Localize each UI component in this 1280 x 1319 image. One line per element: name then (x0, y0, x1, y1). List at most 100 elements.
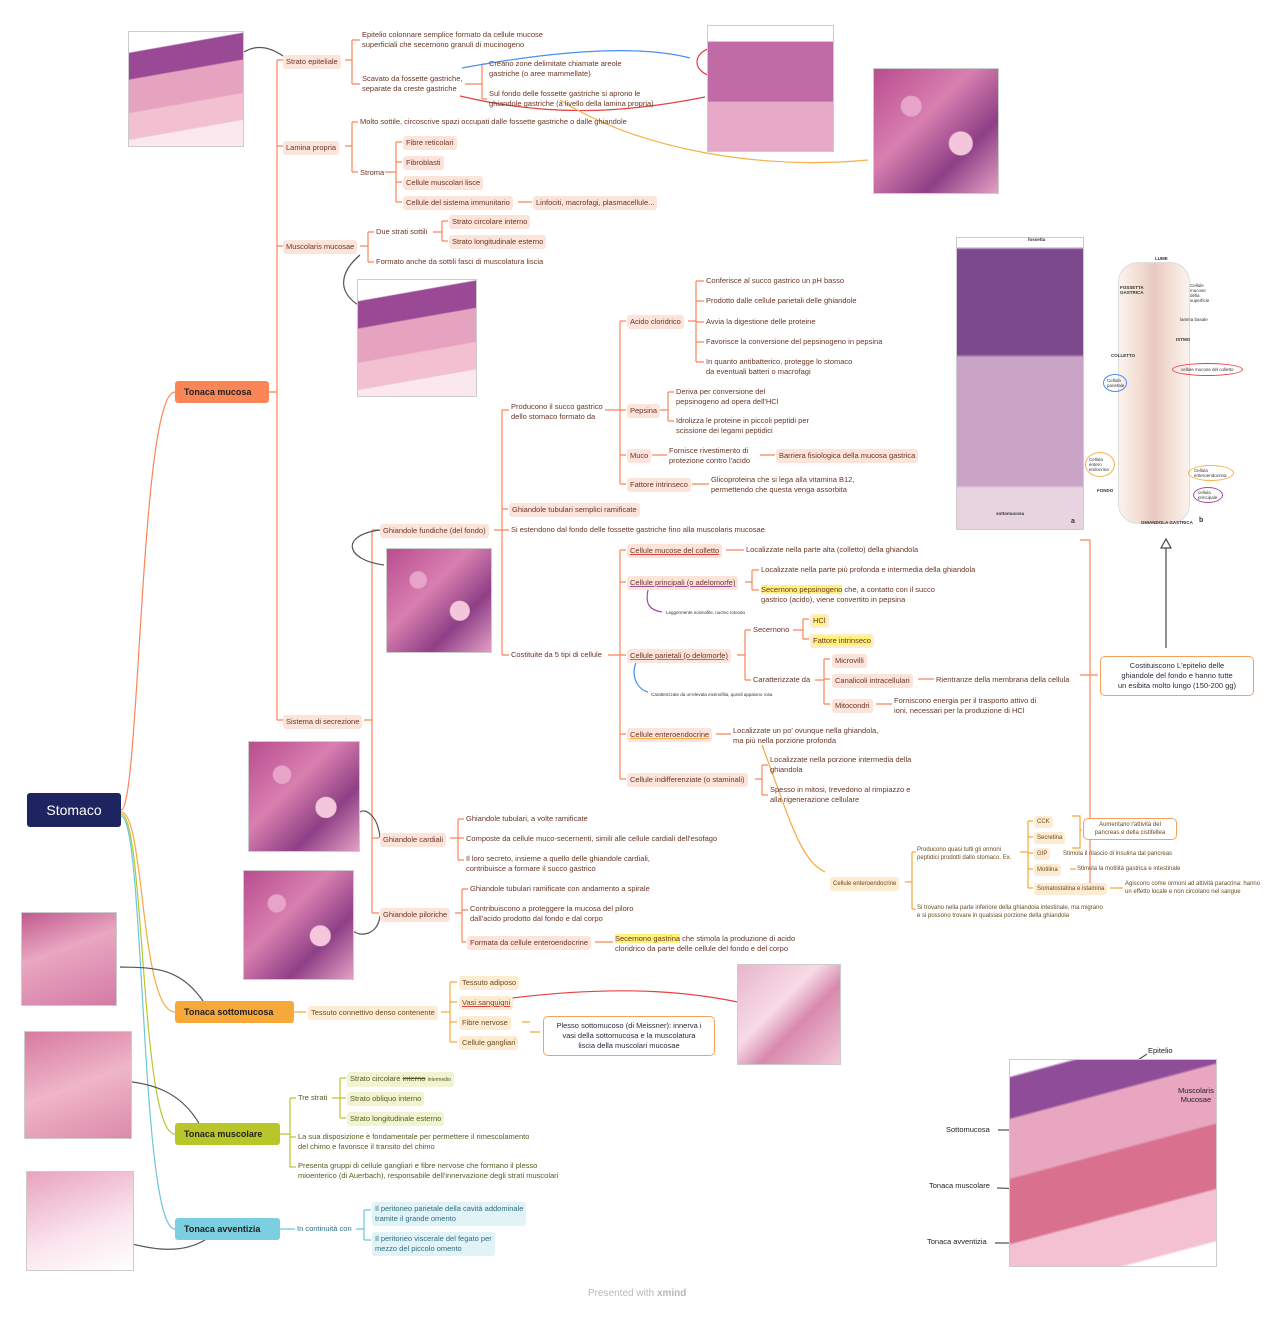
node-cellule-immunitario[interactable]: Cellule del sistema immunitario (403, 196, 513, 210)
node-microvilli[interactable]: Microvilli (832, 654, 867, 668)
topic-due-strati[interactable]: Due strati sottili (376, 227, 428, 236)
histology-image-fundiche[interactable] (386, 548, 492, 653)
topic-glicoproteina[interactable]: Glicoproteina che si lega alla vitamina … (711, 475, 854, 495)
topic-agiscono[interactable]: Agiscono come ormoni ad attività paracri… (1125, 880, 1260, 896)
histology-diagram-a[interactable] (956, 237, 1084, 530)
node-tonaca-mucosa[interactable]: Tonaca mucosa (175, 381, 269, 403)
topic-cardiali-1[interactable]: Ghiandole tubulari, a volte ramificate (466, 814, 588, 823)
node-barriera[interactable]: Barriera fisiologica della mucosa gastri… (776, 449, 919, 463)
topic-auerbach[interactable]: Presenta gruppi di cellule gangliari e f… (298, 1161, 558, 1181)
node-gip[interactable]: GIP (1034, 848, 1051, 860)
topic-caratterizzate[interactable]: Caratterizzate da (753, 675, 811, 684)
node-fibre-reticolari[interactable]: Fibre reticolari (403, 136, 457, 150)
topic-si-estendono[interactable]: Si estendono dal fondo delle fossette ga… (511, 525, 765, 534)
node-fibroblasti[interactable]: Fibroblasti (403, 156, 444, 170)
histology-image-vaso[interactable] (737, 964, 841, 1065)
node-cellule-indifferenziate[interactable]: Cellule indifferenziate (o staminali) (627, 773, 748, 787)
topic-epitelio[interactable]: Epitelio colonnare semplice formato da c… (362, 30, 543, 50)
node-entero-map[interactable]: Cellule enteroendocrine (830, 877, 900, 891)
node-formata-entero[interactable]: Formata da cellule enteroendocrine (467, 936, 591, 950)
topic-rientranze[interactable]: Rientranze della membrana della cellula (936, 675, 1070, 684)
node-pepsina[interactable]: Pepsina (627, 404, 661, 418)
topic-formato-anche[interactable]: Formato anche da sottili fasci di muscol… (376, 257, 544, 266)
topic-forniscono[interactable]: Forniscono energia per il trasporto atti… (894, 696, 1036, 716)
topic-disposizione[interactable]: La sua disposizione è fondamentale per p… (298, 1132, 529, 1152)
histology-image-fossette[interactable] (707, 25, 834, 152)
node-fattore-intrinseco[interactable]: Fattore intrinseco (627, 478, 691, 492)
node-tonaca-muscolare[interactable]: Tonaca muscolare (175, 1123, 280, 1145)
topic-indiff-1[interactable]: Localizzate nella porzione intermedia de… (770, 755, 911, 775)
topic-acido-4[interactable]: Favorisce la conversione del pepsinogeno… (706, 337, 883, 346)
topic-acido-3[interactable]: Avvia la digestione delle proteine (706, 317, 816, 326)
node-strato-longitudinale-esterno[interactable]: Strato longitudinale esterno (347, 1112, 445, 1126)
node-tonaca-sottomucosa[interactable]: Tonaca sottomucosa (175, 1001, 294, 1023)
node-muco[interactable]: Muco (627, 449, 652, 463)
topic-continuita[interactable]: In continuità con (297, 1224, 352, 1233)
node-strato-circolare-intermedio[interactable]: Strato circolare interno intermedio (347, 1072, 454, 1087)
topic-gastrina[interactable]: Secernono gastrina che stimola la produz… (615, 934, 795, 954)
node-tessuto-connettivo[interactable]: Tessuto connettivo denso contenente (308, 1006, 438, 1020)
node-sistema-secrezione[interactable]: Sistema di secrezione (283, 715, 363, 729)
node-muscolaris-mucosae[interactable]: Muscolaris mucosae (283, 240, 358, 254)
node-cellule-parietali[interactable]: Cellule parietali (o delomorfe) (627, 649, 731, 663)
topic-gip[interactable]: Stimola il rilascio di insulina dal panc… (1063, 851, 1173, 857)
histology-image-cardiali[interactable] (248, 741, 360, 852)
topic-acido-2[interactable]: Prodotto dalle cellule parietali delle g… (706, 296, 857, 305)
topic-pepsina-2[interactable]: Idrolizza le proteine in piccoli peptidi… (676, 416, 809, 436)
node-tonaca-avventizia[interactable]: Tonaca avventizia (175, 1218, 280, 1240)
node-strato-longitudinale[interactable]: Strato longitudinale esterno (449, 235, 547, 249)
node-acido-cloridrico[interactable]: Acido cloridrico (627, 315, 684, 329)
node-lamina-propria[interactable]: Lamina propria (283, 141, 340, 155)
node-fibre-nervose[interactable]: Fibre nervose (459, 1016, 511, 1030)
histology-image-epithelium[interactable] (128, 31, 244, 147)
histology-image-avventizia[interactable] (26, 1171, 134, 1271)
root-node[interactable]: Stomaco (27, 793, 121, 827)
topic-tre-strati[interactable]: Tre strati (298, 1093, 328, 1102)
topic-5-tipi[interactable]: Costituite da 5 tipi di cellule (511, 650, 602, 659)
topic-principali-2[interactable]: Secernono pepsinogeno che, a contatto co… (761, 585, 935, 605)
node-cellule-enteroendocrine[interactable]: Cellule enteroendocrine (627, 728, 713, 742)
node-ghiandole-piloriche[interactable]: Ghiandole piloriche (380, 908, 451, 922)
topic-secernono[interactable]: Secernono (753, 625, 790, 634)
node-secretina[interactable]: Secretina (1034, 832, 1066, 844)
node-vasi-sanguigni[interactable]: Vasi sanguigni (459, 996, 514, 1010)
node-strato-epiteliale[interactable]: Strato epiteliale (283, 55, 341, 69)
topic-indiff-2[interactable]: Spesso in mitosi, Irevedono al rimpiazzo… (770, 785, 910, 805)
topic-sul-fondo[interactable]: Sul fondo delle fossette gastriche si ap… (489, 89, 654, 109)
histology-image-piloriche[interactable] (243, 870, 354, 980)
node-ghiandole-fundiche[interactable]: Ghiandole fundiche (del fondo) (380, 524, 489, 538)
node-somatostatina[interactable]: Somatostatina e istamina (1034, 883, 1108, 895)
node-motilina[interactable]: Motilina (1034, 864, 1061, 876)
node-cellule-mucose-colletto[interactable]: Cellule mucose del colletto (627, 544, 723, 558)
histology-image-muscolaris[interactable] (357, 279, 477, 397)
node-strato-obliquo[interactable]: Strato obliquo interno (347, 1092, 425, 1106)
gland-diagram-b[interactable] (1118, 262, 1190, 524)
histology-image-sottomucosa[interactable] (21, 912, 117, 1006)
node-cellule-muscolari-lisce[interactable]: Cellule muscolari lisce (403, 176, 484, 190)
node-cellule-gangliari[interactable]: Cellule gangliari (459, 1036, 519, 1050)
topic-cardiali-3[interactable]: Il loro secreto, insieme a quello delle … (466, 854, 650, 874)
topic-piloriche-2[interactable]: Contribuiscono a proteggere la mucosa de… (470, 904, 633, 924)
histology-image-stomach-wall[interactable] (1009, 1059, 1217, 1267)
node-hcl[interactable]: HCl (810, 614, 829, 628)
node-tessuto-adiposo[interactable]: Tessuto adiposo (459, 976, 520, 990)
topic-scavato[interactable]: Scavato da fossette gastriche,separate d… (362, 74, 462, 94)
topic-motilina[interactable]: Stimola la motilità gastrica e intestina… (1077, 866, 1181, 872)
node-linfociti[interactable]: Linfociti, macrofagi, plasmacellule... (533, 196, 658, 210)
topic-principali-1[interactable]: Localizzate nella parte più profonda e i… (761, 565, 976, 574)
xmind-logo[interactable]: xmind (656, 1288, 687, 1299)
node-tubulari-semplici[interactable]: Ghiandole tubulari semplici ramificate (509, 503, 640, 517)
topic-cardiali-2[interactable]: Composte da cellule muco-secernenti, sim… (466, 834, 718, 843)
node-cck[interactable]: CCK (1034, 816, 1053, 828)
histology-image-muscolare[interactable] (24, 1031, 132, 1139)
node-fattore-intrinseco-parietali[interactable]: Fattore intrinseco (810, 634, 874, 648)
topic-acido-1[interactable]: Conferisce al succo gastrico un pH basso (706, 276, 844, 285)
topic-molto-sottile[interactable]: Molto sottile, circoscrive spazi occupat… (360, 117, 627, 126)
